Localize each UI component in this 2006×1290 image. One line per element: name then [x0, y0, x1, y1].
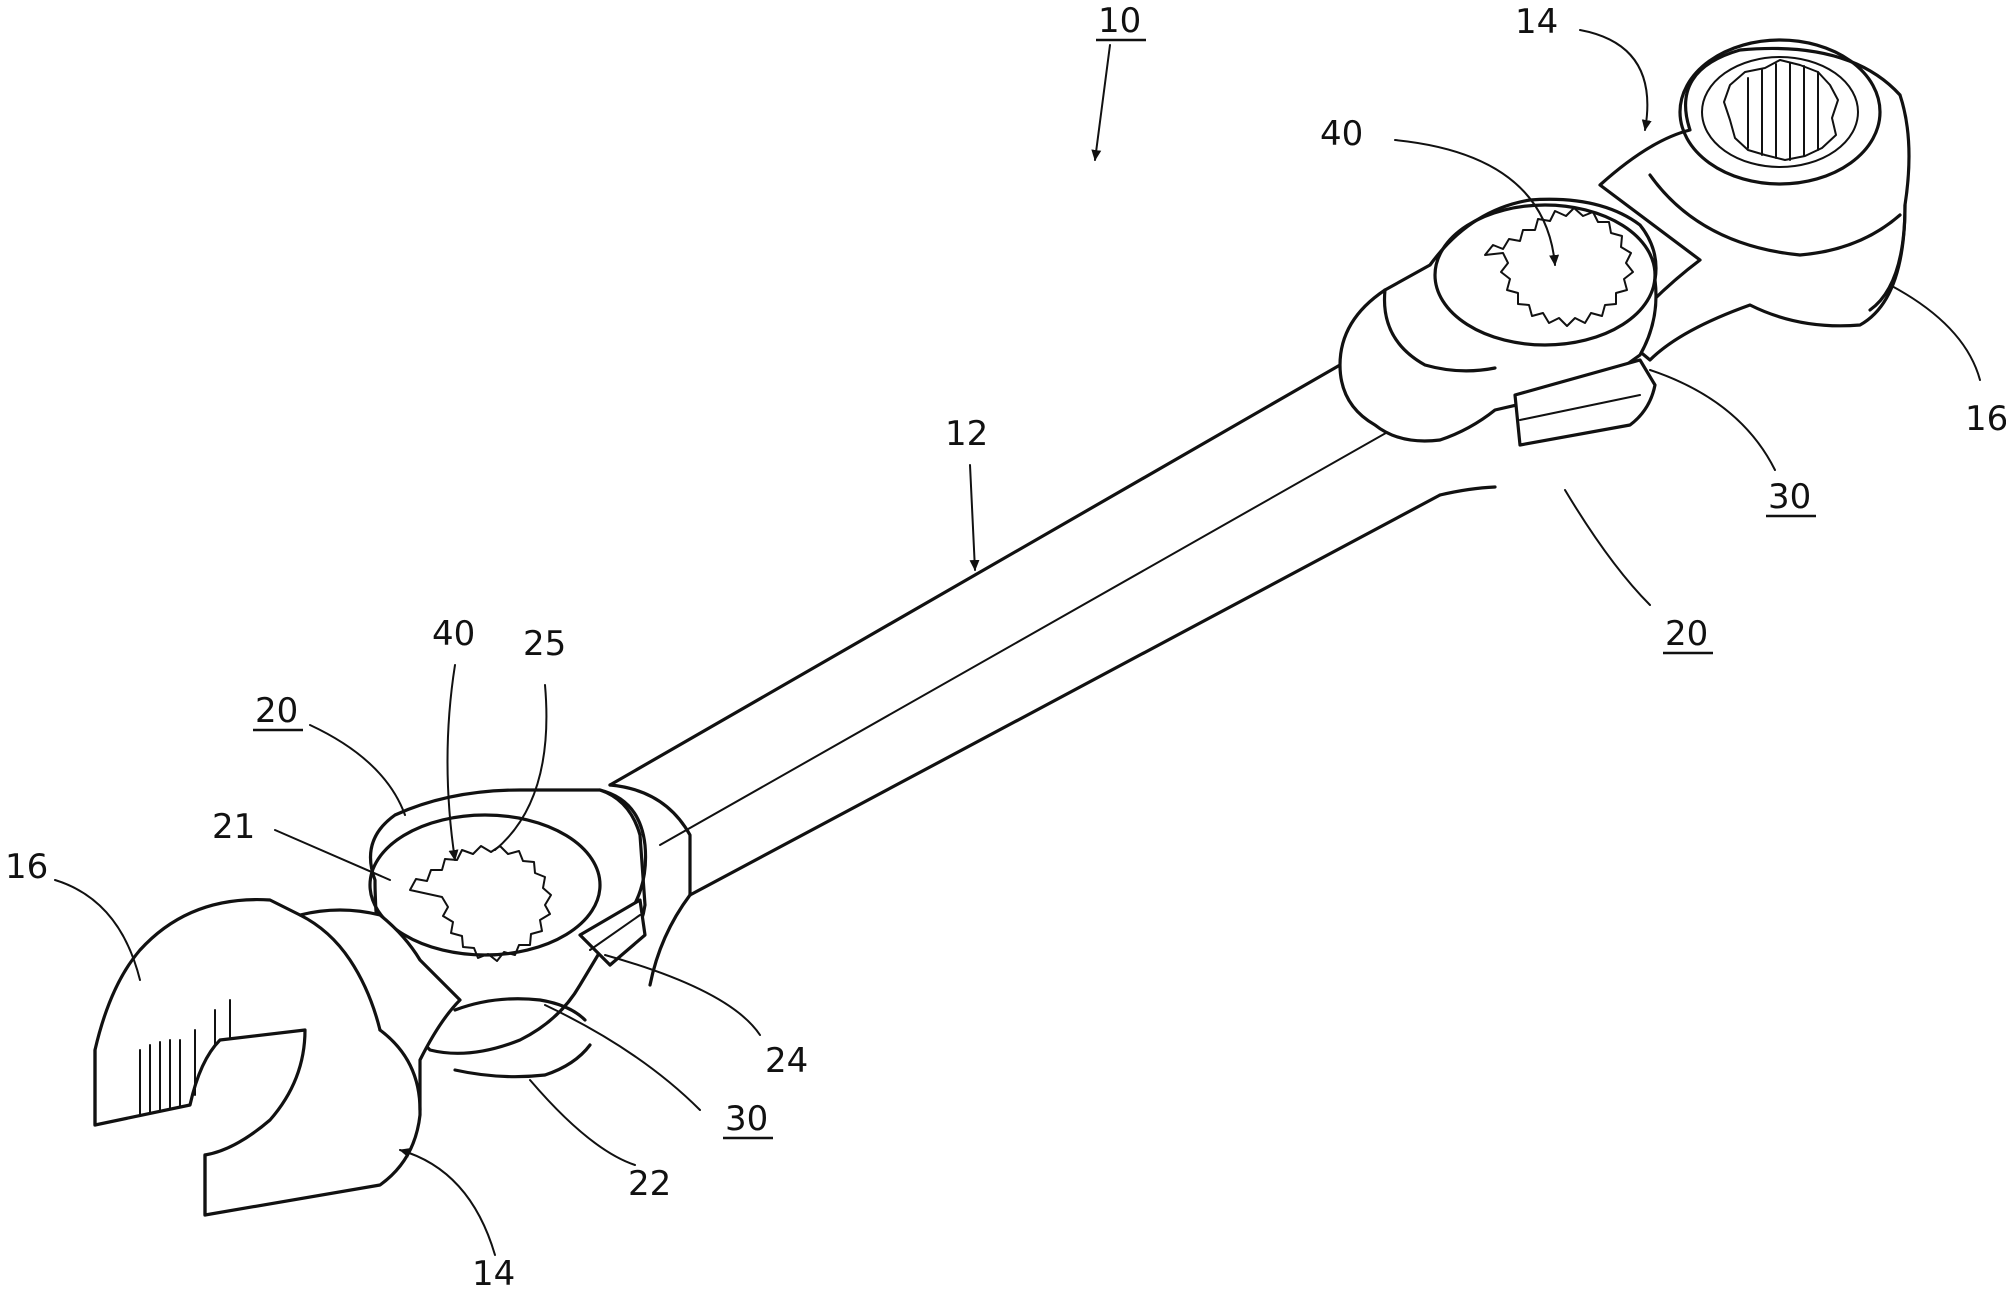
open-end-head-left	[95, 900, 460, 1215]
leader-14-top	[1580, 30, 1647, 130]
label-22: 22	[628, 1164, 671, 1204]
label-20-right: 20	[1665, 614, 1708, 654]
ratchet-body-right	[1340, 199, 1656, 445]
leader-30-left	[545, 1005, 700, 1110]
leader-20-left	[310, 725, 405, 815]
label-20-left: 20	[255, 691, 298, 731]
leader-12	[970, 465, 975, 570]
label-10: 10	[1098, 1, 1141, 41]
leader-20-right	[1565, 490, 1650, 605]
label-25: 25	[523, 624, 566, 664]
label-16-right: 16	[1965, 399, 2006, 439]
label-24: 24	[765, 1041, 808, 1081]
label-16-left: 16	[5, 847, 48, 887]
leader-14-bottom	[400, 1150, 495, 1255]
label-14-top: 14	[1515, 2, 1558, 42]
label-40-left: 40	[432, 614, 475, 654]
leader-22	[530, 1080, 635, 1165]
label-30-right: 30	[1768, 477, 1811, 517]
label-12: 12	[945, 414, 988, 454]
label-21: 21	[212, 807, 255, 847]
label-40-top: 40	[1320, 114, 1363, 154]
label-30-left: 30	[725, 1099, 768, 1139]
wrench-handle	[610, 365, 1495, 985]
leader-10	[1095, 45, 1110, 160]
label-14-bottom: 14	[472, 1254, 515, 1290]
leader-16-right	[1890, 285, 1980, 380]
leader-30-right	[1650, 370, 1775, 470]
leader-24	[605, 955, 760, 1035]
